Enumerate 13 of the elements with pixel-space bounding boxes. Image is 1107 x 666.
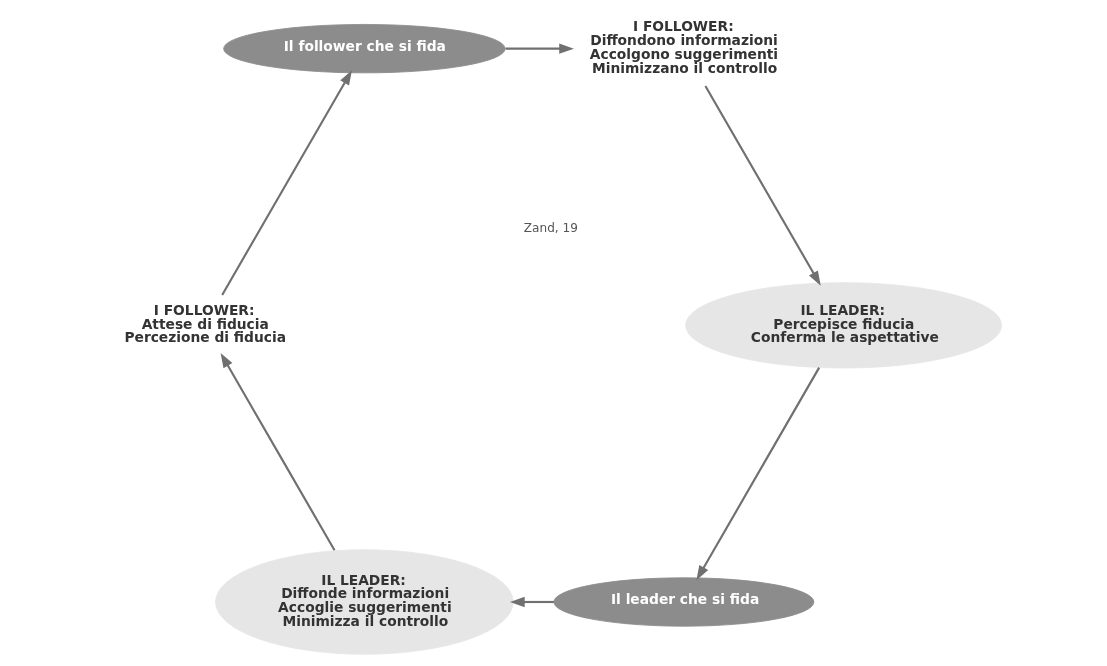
node-text: I FOLLOWER: Diffondono informazioni Accolgono suggerimenti Minimizzano il controllo xyxy=(589,18,779,76)
arrow xyxy=(704,85,821,286)
arrow xyxy=(510,596,554,608)
arrow xyxy=(220,352,336,551)
node-ellipse: IL LEADER: Percepisce fiducia Conferma le aspettative xyxy=(685,282,1003,369)
node-ellipse: IL LEADER: Diffonde informazioni Accoglie suggerimenti Minimizza il controllo xyxy=(215,549,514,655)
node-ellipse: Il follower che si fida xyxy=(223,24,506,74)
arrow xyxy=(221,70,352,296)
arrow xyxy=(696,367,821,581)
node-text: I FOLLOWER: Attese di fiducia Percezione di fiducia xyxy=(124,301,287,346)
node-ellipse: Il leader che si fida xyxy=(553,577,815,627)
label: Zand, 19 xyxy=(523,220,578,235)
arrow xyxy=(505,43,574,54)
